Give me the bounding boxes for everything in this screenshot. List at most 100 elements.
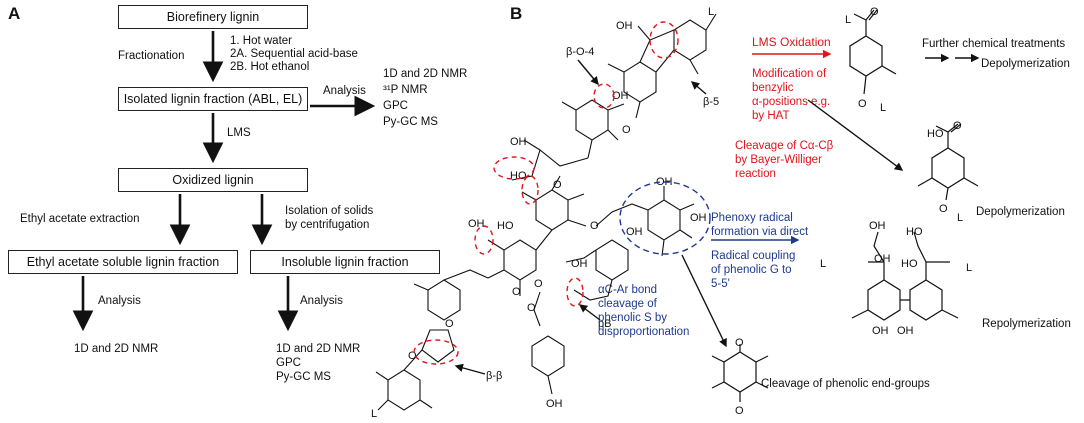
atom-oh-phenol-bottom: OH — [546, 398, 563, 410]
highlight-left-chain-2 — [521, 175, 539, 205]
atom-ho-polymer-1: HO — [510, 170, 527, 182]
cleavage-end-groups-label: Cleavage of phenolic end-groups — [761, 378, 930, 390]
arrow-beta-o-4 — [577, 59, 599, 86]
atom-o-polymer-5: O — [512, 286, 521, 298]
radical-coupling-line-1: Radical coupling — [711, 250, 796, 262]
ring-middle — [535, 189, 569, 231]
ring-2 — [575, 99, 609, 141]
atom-o-polymer-3: O — [590, 220, 599, 232]
box-oxidized-lignin: Oxidized lignin — [118, 168, 308, 192]
right-analysis-method-2: GPC — [276, 357, 301, 369]
ac-ar-line-3: phenolic S by — [598, 312, 668, 324]
analysis-main-method-4: Py-GC MS — [383, 116, 438, 128]
phenoxy-line-2: formation via direct — [711, 226, 809, 238]
analysis-main-method-2: ³¹P NMR — [383, 84, 428, 96]
ring-dimer-right — [909, 279, 943, 321]
box-isolated-lignin: Isolated lignin fraction (ABL, EL) — [118, 87, 308, 111]
atom-l-polymer-top: L — [708, 6, 715, 18]
atom-ho-product-2: HO — [927, 128, 944, 140]
panel-b-label: B — [510, 4, 523, 23]
atom-l-dimer-left: L — [820, 258, 827, 270]
arrow-pb — [578, 304, 601, 321]
panel-b-arrows — [454, 49, 980, 375]
highlight-bottom-furan — [413, 339, 459, 365]
atom-o-ester: O — [527, 302, 536, 314]
fractionation-label: Fractionation — [118, 50, 185, 62]
box-insoluble-fraction: Insoluble lignin fraction — [250, 250, 440, 274]
ring-product-2 — [931, 147, 965, 189]
linkage-pb: pB — [598, 318, 612, 330]
analysis-main-method-3: GPC — [383, 100, 408, 112]
left-analysis-label: Analysis — [98, 295, 141, 307]
atom-o-polymer-2: O — [553, 179, 562, 191]
arrow-to-quinone — [681, 254, 727, 348]
atom-oh-polymer-3: OH — [510, 136, 527, 148]
lignin-polymer-structure — [375, 13, 717, 411]
ring-biphenyl-left — [503, 239, 537, 281]
furan-bottom — [421, 329, 455, 363]
red-cleavage-highlights — [413, 21, 679, 365]
cleavage-ca-cb-line-3: reaction — [735, 168, 776, 180]
atom-oh-polymer-6: OH — [468, 218, 485, 230]
atom-l-product-2-ether: L — [957, 212, 964, 224]
ring-ester-phenol — [531, 335, 565, 377]
fractionation-step-1: 1. Hot water — [230, 35, 292, 47]
atom-o-product-1: O — [870, 6, 879, 18]
atom-o-polymer-6: O — [445, 318, 454, 330]
isolation-solids-line-2: by centrifugation — [285, 219, 370, 231]
cleavage-ca-cb-line-1: Cleavage of Cα-Cβ — [735, 140, 834, 152]
modification-line-2: benzylic — [752, 82, 794, 94]
panel-a-arrows — [72, 31, 376, 332]
left-analysis-method-1: 1D and 2D NMR — [74, 343, 159, 355]
panel-a-label: A — [8, 4, 21, 23]
box-biorefinery-lignin: Biorefinery lignin — [118, 5, 308, 29]
box-ethyl-soluble-fraction: Ethyl acetate soluble lignin fraction — [8, 250, 238, 274]
atom-oh-dimer-1: OH — [869, 220, 886, 232]
atom-oh-polymer-7: OH — [626, 226, 643, 238]
right-analysis-method-3: Py-GC MS — [276, 371, 331, 383]
ring-quinone — [723, 351, 757, 393]
atom-l-product-1: L — [845, 14, 852, 26]
linkage-beta-5: β-5 — [703, 96, 720, 108]
atom-o-product-1-ether: O — [858, 98, 867, 110]
right-analysis-method-1: 1D and 2D NMR — [276, 343, 361, 355]
further-treatments-label: Further chemical treatments — [922, 38, 1066, 50]
atom-o-polymer-7: O — [408, 350, 417, 362]
atom-oh-polymer-top: OH — [616, 20, 633, 32]
phenoxy-line-1: Phenoxy radical — [711, 212, 793, 224]
highlight-lower-chain — [566, 277, 584, 307]
ring-right-lower — [595, 239, 629, 281]
fractionation-step-3: 2B. Hot ethanol — [230, 61, 310, 73]
ac-ar-line-4: disproportionation — [598, 326, 690, 338]
ring-top-mid — [623, 61, 657, 103]
right-analysis-label: Analysis — [300, 295, 343, 307]
atom-o-product-2-ether: O — [939, 203, 948, 215]
atom-ho-polymer-2: HO — [497, 220, 514, 232]
modification-line-3: α-positions e.g. — [752, 96, 831, 108]
atom-o-quinone-bottom: O — [735, 405, 744, 417]
cleavage-ca-cb-line-2: by Bayer-Williger — [735, 154, 822, 166]
depolymerization-label-1: Depolymerization — [981, 58, 1070, 70]
arrow-beta-beta — [454, 363, 486, 375]
blue-phenoxy-highlight — [619, 181, 711, 255]
ring-bottom-left — [387, 369, 421, 411]
atom-l-polymer-bottom: L — [371, 408, 378, 420]
highlight-top-furan — [649, 21, 679, 59]
isolation-solids-line-1: Isolation of solids — [285, 205, 374, 217]
atom-l-dimer-right: L — [966, 262, 973, 274]
linkage-beta-beta: β-β — [486, 370, 503, 382]
ethyl-extraction-label: Ethyl acetate extraction — [20, 213, 140, 225]
atom-oh-polymer-5: OH — [690, 212, 707, 224]
lms-label: LMS — [227, 127, 251, 139]
highlight-beta-o-4 — [593, 83, 615, 109]
atom-o-product-2: O — [953, 120, 962, 132]
atom-oh-polymer-8: OH — [571, 258, 588, 270]
analysis-main-label: Analysis — [323, 85, 366, 97]
ac-ar-line-2: cleavage of — [598, 298, 657, 310]
analysis-main-method-1: 1D and 2D NMR — [383, 68, 468, 80]
ring-right — [647, 199, 681, 241]
modification-line-1: Modification of — [752, 68, 827, 80]
modification-line-4: by HAT — [752, 110, 790, 122]
ac-ar-line-1: αC-Ar bond — [598, 284, 658, 296]
